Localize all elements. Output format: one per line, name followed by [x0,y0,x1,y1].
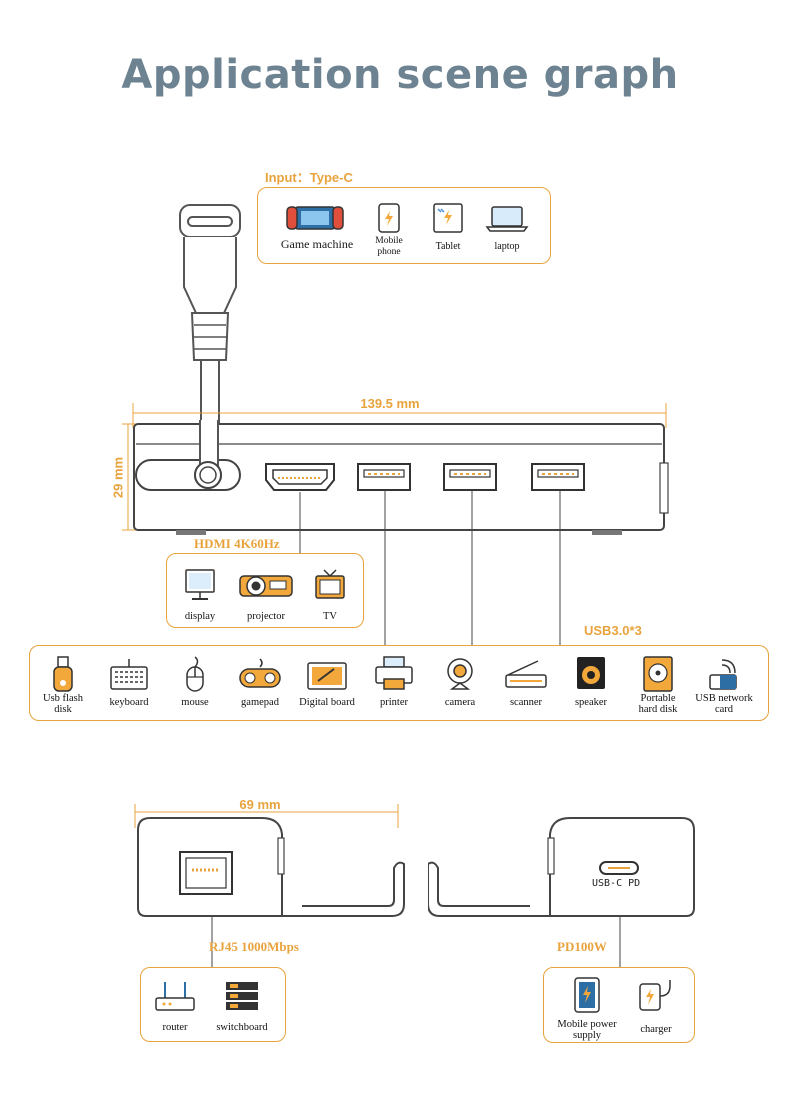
usb-network-card-icon [709,659,737,690]
usb-device-label: gamepad [241,697,279,708]
usb-port-3 [531,463,585,491]
speaker-icon [577,657,605,689]
usb-device-label: printer [380,697,408,708]
cable-plug-circle [194,461,222,489]
usb-device-digital-board: Digital board [296,655,358,708]
camera-icon [447,658,473,690]
power-bank-icon [574,977,600,1013]
printer-icon [375,656,413,690]
pd-label: PD100W [557,939,607,954]
usb-device-label: speaker [574,697,608,708]
pd-device-mobile-power-supply: Mobile power supply [552,976,622,1041]
usb-device-speaker: speaker [565,655,617,708]
gamepad-icon [239,658,281,688]
router-icon [155,982,195,1011]
height-dimension-line [122,423,136,531]
pd-devices-box [543,967,695,1043]
hdmi-port [265,463,335,491]
projector-icon [239,575,293,597]
length-label: 139.5 mm [360,396,420,411]
charger-icon [639,980,671,1011]
rj45-label: RJ45 1000Mbps [209,939,299,954]
hdmi-device-label: projector [247,611,285,622]
digital-board-icon [307,662,347,690]
input-device-label: Mobile phone [375,236,403,257]
input-device-game-machine: Game machine [275,203,359,252]
scanner-icon [505,660,547,688]
usb-device-label: camera [444,697,476,708]
usb-flash-disk-icon [53,656,73,692]
mobile-phone-icon [378,203,400,233]
hdmi-device-projector: projector [236,568,296,622]
hdmi-label: HDMI 4K60Hz [194,536,280,551]
width-dimension-line [134,804,399,828]
input-device-label: Game machine [280,237,354,251]
usb-device-scanner: scanner [498,655,554,708]
usb-device-label: scanner [509,697,543,708]
display-icon [185,569,215,600]
input-device-mobile-phone: Mobile phone [369,203,409,258]
pd-device-label: Mobile power supply [557,1019,617,1041]
usb-device-usb-network-card: USB network card [692,655,756,715]
width-label: 69 mm [239,797,281,812]
usb-label: USB3.0*3 [584,623,642,638]
input-device-label: laptop [494,241,520,252]
hdmi-device-label: TV [323,611,337,622]
page-title: Application scene graph [121,52,679,98]
game-machine-icon [286,206,344,230]
usb-port-2 [443,463,497,491]
rj45-device-label: switchboard [216,1022,268,1033]
rj45-port [179,851,233,895]
input-device-label: Tablet [435,241,461,252]
hdmi-device-display: display [178,568,222,622]
mouse-icon [186,656,204,692]
usb-device-label: Portable hard disk [638,693,678,715]
usb-device-printer: printer [368,655,420,708]
usb-c-pd-port [599,861,639,875]
laptop-icon [485,206,529,232]
tv-icon [315,569,345,599]
usb-device-label: keyboard [109,697,149,708]
hdmi-device-label: display [184,611,216,622]
input-device-laptop: laptop [484,203,530,252]
rj45-device-router: router [150,978,200,1033]
usb-device-portable-hard-disk: Portable hard disk [630,655,686,715]
hub-side-view-rj45 [137,817,405,917]
hdmi-device-tv: TV [310,568,350,622]
usb-device-label: Digital board [299,697,355,708]
usb-device-keyboard: keyboard [101,655,157,708]
usb-device-label: USB network card [695,693,753,715]
usb-device-gamepad: gamepad [232,655,288,708]
pd-port-label: USB-C PD [592,878,641,889]
portable-hard-disk-icon [643,656,673,692]
switchboard-icon [226,982,258,1010]
usb-device-camera: camera [434,655,486,708]
pd-device-charger: charger [628,976,684,1035]
usb-device-mouse: mouse [170,655,220,708]
type-c-cable [179,204,241,463]
input-device-tablet: Tablet [428,203,468,252]
tablet-icon [433,203,463,233]
usb-device-usb-flash-disk: Usb flash disk [37,655,89,715]
usb-device-label: Usb flash disk [43,693,83,715]
hub-side-view-pd [428,817,695,917]
rj45-device-label: router [162,1022,188,1033]
usb-device-label: mouse [181,697,209,708]
rj45-device-switchboard: switchboard [210,978,274,1033]
keyboard-icon [110,659,148,690]
usb-port-1 [357,463,411,491]
pd-device-label: charger [640,1024,672,1035]
input-label: Input：Type-C [265,170,353,185]
